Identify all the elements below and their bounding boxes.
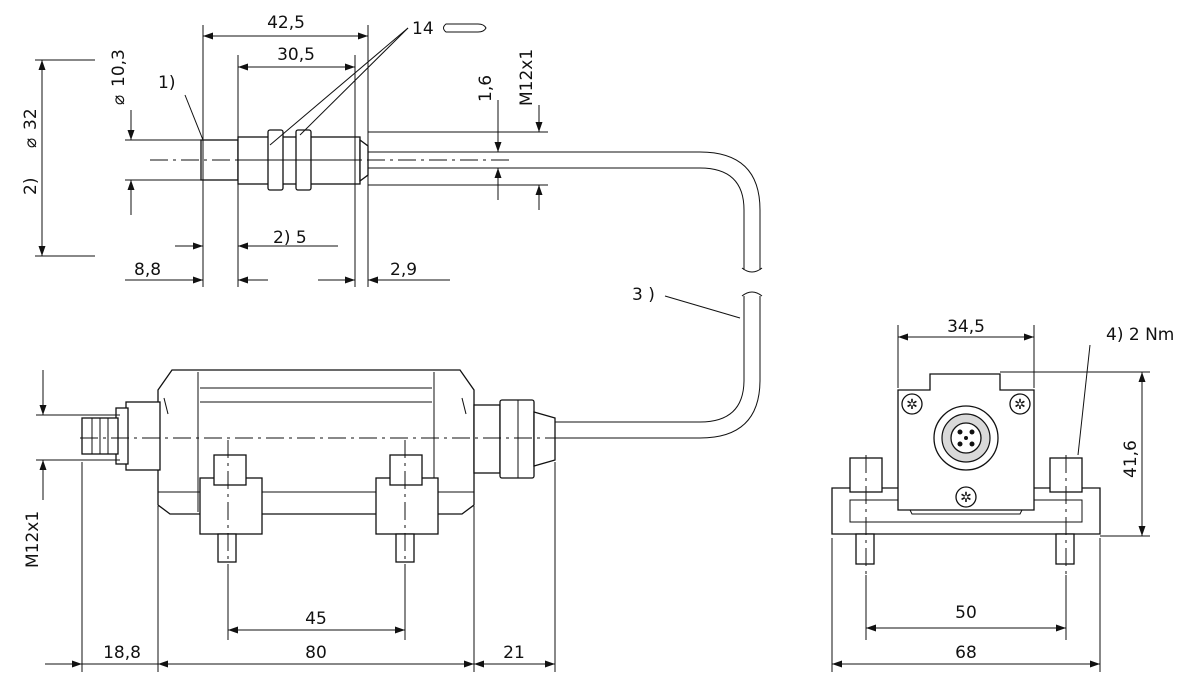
- label-1-6: 1,6: [476, 75, 496, 102]
- mount-bolt-left: [213, 454, 247, 486]
- label-34-5: 34,5: [947, 317, 985, 337]
- end-dimensions: [831, 325, 1150, 672]
- label-note-1: 1): [158, 73, 175, 93]
- label-80: 80: [305, 643, 327, 663]
- label-21: 21: [503, 643, 525, 663]
- svg-text:✲: ✲: [1014, 397, 1026, 413]
- screw-top-right: [1009, 393, 1031, 415]
- end-stud-right: [1055, 533, 1075, 565]
- label-2-9: 2,9: [390, 260, 417, 280]
- mount-clamp-left: [199, 477, 263, 535]
- label-note-4: 4) 2 Nm: [1106, 325, 1174, 345]
- label-30-5: 30,5: [277, 45, 315, 65]
- label-45: 45: [305, 609, 327, 629]
- right-gland-tip: [533, 411, 556, 467]
- label-8-8: 8,8: [134, 260, 161, 280]
- screw-bottom: [955, 486, 977, 508]
- dimension-labels: 42,5 30,5 14 1) ⌀ 10,3 ⌀ 32 2) 1,6 M12x1…: [21, 13, 1174, 663]
- label-m12-top: M12x1: [517, 49, 537, 106]
- label-50: 50: [955, 603, 977, 623]
- label-14: 14: [412, 19, 434, 39]
- label-m12-left: M12x1: [23, 511, 43, 568]
- svg-text:✲: ✲: [906, 397, 918, 413]
- sensor-cable: [368, 151, 763, 439]
- label-68: 68: [955, 643, 977, 663]
- label-41-6: 41,6: [1121, 440, 1141, 478]
- svg-text:✲: ✲: [960, 490, 972, 506]
- diameter-symbol-10: ⌀: [109, 95, 129, 105]
- mount-clamp-right: [375, 477, 439, 535]
- label-d32: 32: [21, 108, 41, 130]
- right-gland-body: [499, 399, 535, 479]
- label-18-8: 18,8: [103, 643, 141, 663]
- mount-stud-left: [217, 533, 237, 563]
- right-gland-nut: [473, 404, 501, 474]
- screw-top-left: [901, 393, 923, 415]
- label-2-5: 2) 5: [273, 228, 307, 248]
- sensor-side-view: [150, 129, 510, 191]
- front-dimensions: [36, 370, 556, 672]
- label-42-5: 42,5: [267, 13, 305, 33]
- label-d10-3: 10,3: [109, 49, 129, 87]
- end-stud-left: [855, 533, 875, 565]
- label-note-2-left: 2): [21, 178, 41, 195]
- top-dimensions: [35, 23, 741, 319]
- wrench-icon: [443, 23, 487, 33]
- amplifier-front-view: [80, 369, 560, 570]
- mount-bolt-right: [389, 454, 423, 486]
- left-connector-nut: [125, 401, 161, 471]
- diameter-symbol-32: ⌀: [21, 138, 41, 148]
- label-note-3: 3 ): [632, 285, 655, 305]
- amplifier-end-view: ✲ ✲ ✲: [831, 373, 1101, 575]
